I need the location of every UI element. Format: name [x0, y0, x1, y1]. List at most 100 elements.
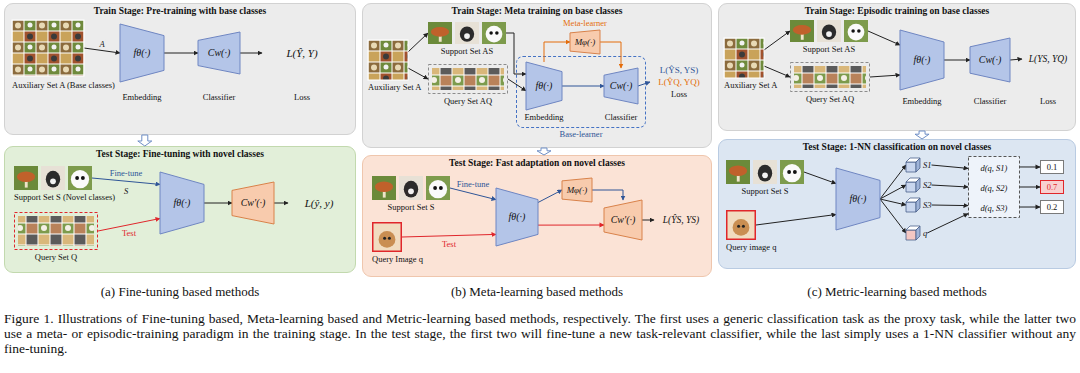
feature-cube-shape	[906, 158, 920, 172]
node-text: L(Ŷ, Y)	[286, 48, 317, 58]
image-set-shape	[372, 176, 450, 200]
label-slot: (b) Meta-learning based methods	[451, 284, 623, 299]
image-set-shape	[726, 160, 804, 184]
embedding-trapezoid: fθ(·)	[836, 168, 880, 230]
distance-box: d(q, S1)d(q, S2)d(q, S3)	[968, 156, 1020, 218]
panel-ground	[718, 3, 1076, 131]
edge-label-slot: Test	[441, 239, 457, 249]
node-text: Loss	[1040, 96, 1056, 106]
image-grid-shape	[368, 40, 408, 80]
classifier-trapezoid: Cw(·) Classifier	[970, 38, 1010, 106]
edge-label: Fine-tune	[109, 168, 144, 178]
connector	[944, 60, 970, 61]
feature-cube: S1	[906, 158, 932, 172]
edge-label-slot: A	[98, 39, 105, 49]
edge-label-slot: Fine-tune	[456, 179, 491, 189]
image-set-shape	[428, 22, 506, 44]
connector	[642, 220, 654, 221]
embedding-trapezoid: fθ(·)Embedding	[120, 24, 164, 102]
connector	[1020, 187, 1040, 188]
image-grid	[724, 38, 764, 78]
image-set-shape	[790, 20, 868, 42]
image-grid: Auxiliary Set A (Base classes)	[12, 20, 84, 90]
stage-arrow	[915, 131, 929, 139]
node-text: q	[923, 228, 927, 238]
connector	[1020, 207, 1040, 208]
stage-panel: Train Stage: Pre-training with base clas…	[4, 3, 356, 135]
feature-cube	[906, 226, 920, 240]
node-text: Query Set AQ	[806, 94, 854, 104]
query-image-shape	[372, 222, 402, 252]
query-set-box	[14, 212, 98, 250]
meta-learner-box: Mφ(·)	[562, 178, 592, 202]
classifier-trapezoid: Cw(·)	[970, 38, 1010, 82]
node-text: Query image q	[726, 242, 777, 252]
node-text: fθ(·)	[536, 81, 553, 91]
stage-arrow	[537, 148, 551, 155]
embedding-trapezoid: fθ(·)	[496, 188, 538, 246]
node-text: Embedding	[524, 112, 563, 122]
meta-learner-box: Meta-learnerMφ(·)	[570, 18, 600, 54]
connector	[274, 203, 288, 204]
node-text: Test Stage: Fine-tuning with novel class…	[4, 146, 356, 160]
node-text: Embedding	[902, 96, 941, 106]
node-text: Support Set S (Novel classes)	[14, 192, 115, 202]
node-text: Cw'(·)	[241, 198, 266, 208]
query-set-box-shape	[428, 64, 508, 94]
image-grid-shape	[724, 38, 764, 78]
query-set-box: Query Set AQ	[428, 64, 508, 106]
image-set: Support Set AS	[790, 20, 868, 54]
node-text: S1	[923, 160, 932, 170]
label-slot: S	[124, 186, 128, 197]
node-text: fθ(·)	[509, 212, 526, 222]
loss-term: L(ŷ, y)	[288, 190, 350, 216]
score-box: 0.7	[1040, 180, 1064, 194]
stage-panel: Train Stage: Episodic training on base c…	[718, 3, 1076, 131]
score-box: 0.1	[1040, 160, 1064, 174]
classifier-trapezoid: Cw(·)	[198, 32, 240, 74]
query-set-box	[790, 62, 870, 92]
query-set-box-shape	[14, 212, 98, 250]
node-text: Support Set AS	[803, 44, 855, 54]
query-image: Query image q	[726, 210, 756, 252]
node-text: Auxiliary Set A	[724, 80, 777, 90]
node-text: d(q, S3)	[981, 198, 1008, 218]
node-text: fθ(·)	[914, 55, 931, 65]
embedding-trapezoid: fθ(·)	[160, 172, 204, 234]
edge-label: Test	[121, 228, 137, 238]
loss-term: L(Ŷ, Y)	[262, 40, 342, 66]
node-text: Auxiliary Set A	[368, 82, 421, 92]
stage-panel: Test Stage: 1-NN classification on novel…	[718, 139, 1076, 269]
figure-caption: Figure 1. Illustrations of Fine-tuning b…	[4, 311, 1076, 356]
distance-box: d(q, S1)d(q, S2)d(q, S3)	[968, 156, 1020, 218]
node-text: S3	[923, 200, 932, 210]
node-text: Classifier	[974, 96, 1007, 106]
image-grid	[12, 20, 84, 76]
node-text: Cw'(·)	[611, 215, 636, 225]
image-set	[372, 176, 450, 200]
loss-term: L(YS, YQ) Loss	[1022, 46, 1074, 106]
panel-caption: (c) Metric-learning based methods	[807, 284, 986, 299]
image-set	[790, 20, 868, 42]
edge-label-slot: Fine-tune	[109, 168, 144, 178]
node-text: Support Set AS	[441, 46, 493, 56]
stage-panel: Test Stage: Fast adaptation on novel cla…	[362, 155, 712, 277]
node-text: L(ŷ, y)	[305, 198, 334, 208]
label-slot: (c) Metric-learning based methods	[807, 284, 986, 299]
query-image: Query Image q	[372, 222, 402, 264]
panel-caption: (b) Meta-learning based methods	[451, 284, 623, 299]
loss-term: L(YS, YQ)	[1022, 46, 1074, 72]
edge-label: Test	[441, 239, 457, 249]
image-grid: Auxiliary Set A	[368, 40, 408, 92]
loss-term: L(Ŷ, Y)Loss	[262, 40, 342, 102]
node-text: Support Set S	[388, 202, 435, 212]
image-set	[428, 22, 506, 44]
node-text: Classifier	[203, 92, 236, 102]
edge-label: Fine-tune	[456, 179, 491, 189]
loss-term: L(ŶS, YS)	[654, 208, 708, 232]
node-text: Mφ(·)	[575, 37, 596, 47]
connector	[164, 53, 198, 54]
node-text: Query Set AQ	[444, 96, 492, 106]
node-text: Base-learner	[560, 129, 603, 139]
query-set-box: Query Set AQ	[790, 62, 870, 104]
